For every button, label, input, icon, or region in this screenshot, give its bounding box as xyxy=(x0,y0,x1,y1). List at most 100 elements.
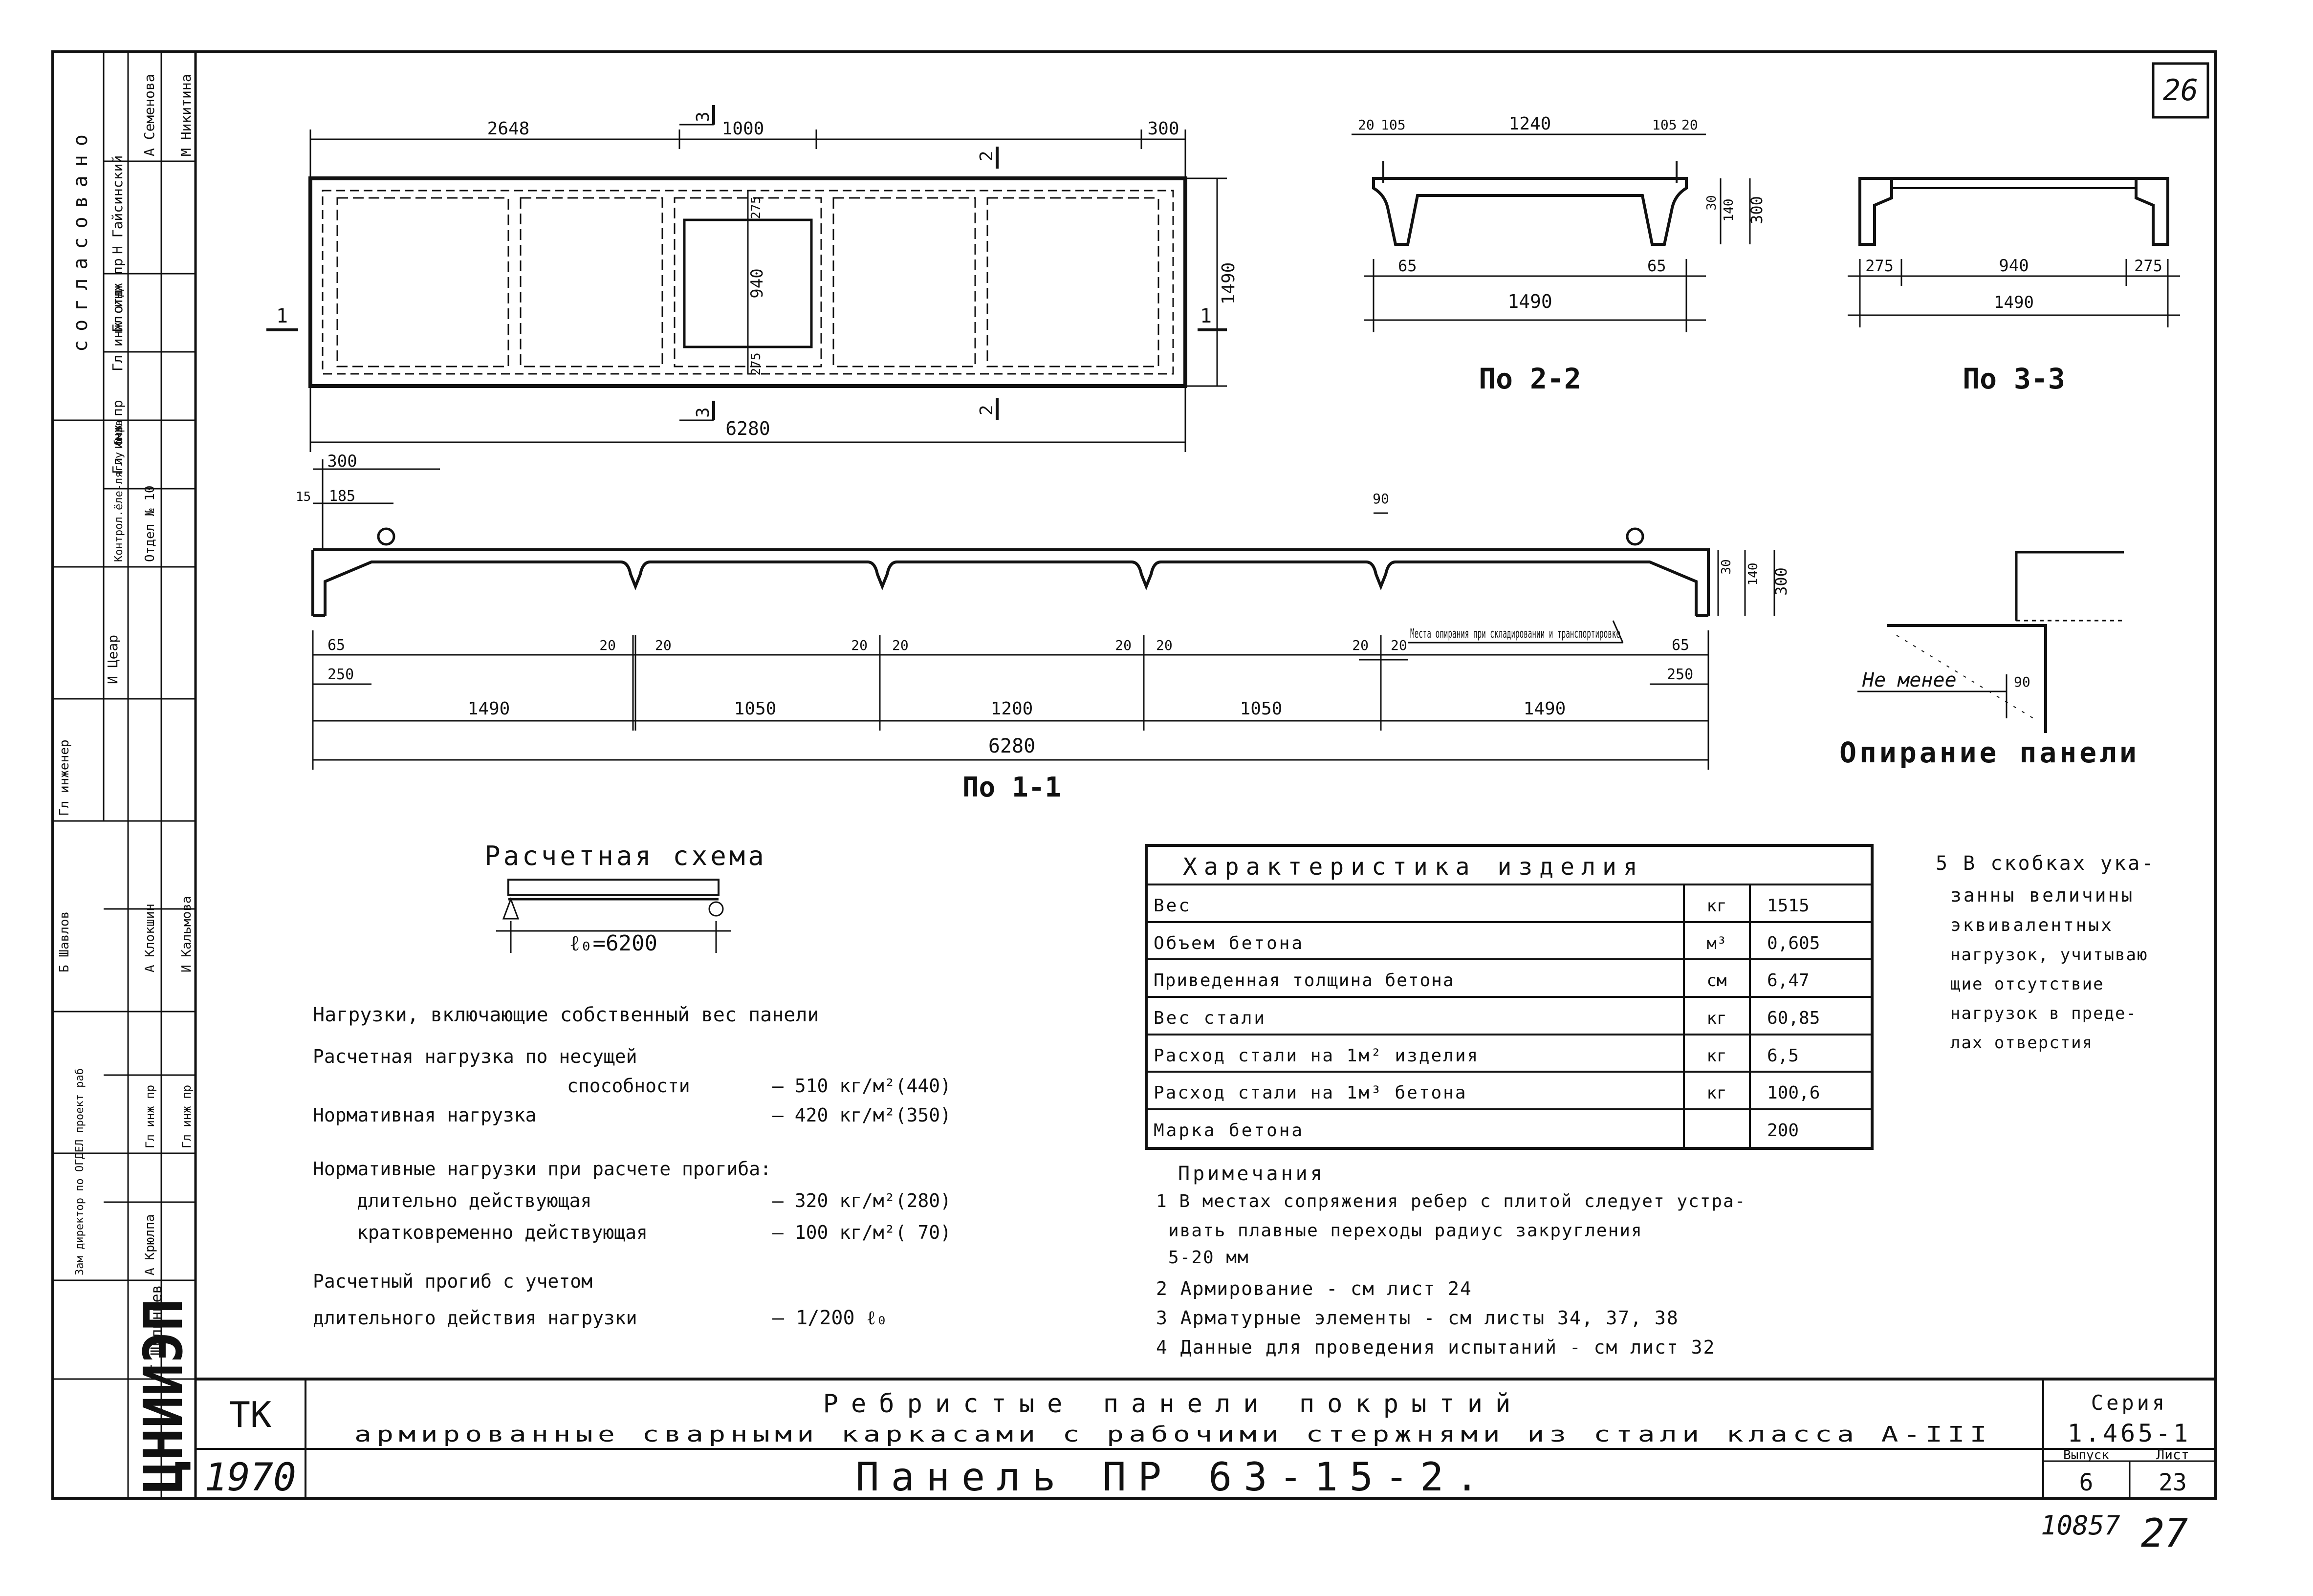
section-1-1-label: По 1-1 xyxy=(962,772,1061,803)
title-tk: ТК xyxy=(229,1394,272,1435)
s1-span-2: 1050 xyxy=(734,699,777,719)
s1-rib-20-h: 20 xyxy=(1391,637,1407,653)
char-row-2-name: Приведенная толщина бетона xyxy=(1154,971,1455,991)
plan-dimension-text: 2648 1000 300 6280 1490 275 940 275 1 1 … xyxy=(276,111,1239,439)
support-title: Опирание панели xyxy=(1839,736,2139,769)
s1-rib-65-right: 65 xyxy=(1672,637,1689,654)
char-row-1-name: Объем бетона xyxy=(1154,933,1304,953)
page-number: 27 xyxy=(2141,1510,2188,1556)
char-row-6-value: 200 xyxy=(1767,1121,1799,1141)
approval-role-2: Гл инж отд xyxy=(109,289,126,371)
title-panel: Панель ПР 63-15-2. xyxy=(856,1454,1491,1500)
department-label: Отдел № 10 xyxy=(143,485,157,562)
s3-dim-total: 1490 xyxy=(1994,293,2034,312)
section-2-2 xyxy=(1352,133,1751,332)
plan-dim-inner-mid: 940 xyxy=(747,268,767,298)
org-logo-text: ЦНИИЭП xyxy=(132,1299,195,1493)
title-line-2: армированные сварными каркасами с рабочи… xyxy=(354,1422,1992,1447)
section-2-2-text: 20 105 1240 105 20 30 140 300 65 65 1490… xyxy=(1358,114,1766,395)
side-note-line-6: лах отверстия xyxy=(1950,1033,2093,1053)
s2-dim-105a: 105 xyxy=(1381,117,1406,133)
approval-role-3: Гл инж пр xyxy=(109,258,126,332)
section-mark-1-left: 1 xyxy=(276,305,288,327)
char-row-4-name: Расход стали на 1м² изделия xyxy=(1154,1046,1479,1066)
deflection-heading: Нормативные нагрузки при расчете прогиба… xyxy=(313,1158,771,1180)
series-label: Серия xyxy=(2091,1391,2167,1415)
inventory-number: 10857 xyxy=(2041,1510,2120,1541)
approval-header: согласовано xyxy=(69,126,92,352)
section-1-1-text: 300 15 185 90 30 140 300 65 250 20 20 20… xyxy=(296,452,1790,803)
plan-dim-300: 300 xyxy=(1147,119,1179,139)
approval-name-2: А Семенова xyxy=(141,74,157,156)
s1-dim-90: 90 xyxy=(1373,491,1389,507)
s1-side-30: 30 xyxy=(1719,559,1734,574)
s1-rib-20-c: 20 xyxy=(851,637,868,653)
note-line-5: 4 Данные для проведения испытаний - см л… xyxy=(1156,1337,1715,1358)
section-3-3 xyxy=(1848,177,2180,327)
section-1-1-dimensions xyxy=(312,550,1775,770)
s1-rib-20-f: 20 xyxy=(1156,637,1173,653)
section-3-3-text: 275 940 275 1490 По 3-3 xyxy=(1865,256,2162,395)
plan-dim-side: 1490 xyxy=(1219,262,1239,305)
s3-dim-940: 940 xyxy=(1999,256,2029,276)
section-3-3-label: По 3-3 xyxy=(1963,362,2065,395)
side-note-line-2: эквивалентных xyxy=(1950,915,2114,935)
side-note-line-5: нагрузок в преде- xyxy=(1950,1004,2137,1023)
note-line-2: 5-20 мм xyxy=(1168,1248,1249,1268)
characteristics-text: Характеристика изделия Вес кг 1515 Объем… xyxy=(1154,853,1820,1141)
characteristics-table xyxy=(1145,844,1874,1150)
s2-dim-30: 30 xyxy=(1704,195,1719,210)
s2-dim-140: 140 xyxy=(1722,199,1736,222)
name-kalmova: И Кальмова xyxy=(179,896,194,972)
title-block: ТК 1970 Ребристые панели покрытий армиро… xyxy=(204,1389,2189,1500)
s1-rib-65-left: 65 xyxy=(327,637,345,654)
calc-scheme-span: ℓ₀=6200 xyxy=(569,931,657,956)
s1-side-140: 140 xyxy=(1746,563,1761,586)
s2-dim-1240: 1240 xyxy=(1509,114,1551,134)
char-row-4-unit: кг xyxy=(1707,1046,1727,1066)
s1-span-4: 1050 xyxy=(1240,699,1283,719)
s1-rib-250-left: 250 xyxy=(327,666,354,683)
load-design-label-2: способности xyxy=(567,1075,690,1097)
side-note-line-4: щие отсутствие xyxy=(1950,974,2104,994)
char-row-1-unit: м³ xyxy=(1707,934,1727,953)
notes-heading: Примечания xyxy=(1178,1163,1325,1185)
s1-rib-20-a: 20 xyxy=(599,637,616,653)
approval-role-1: Гл инж пр xyxy=(109,400,126,474)
s1-dim-185: 185 xyxy=(329,488,355,505)
s2-dim-20b: 20 xyxy=(1681,117,1698,133)
s1-side-300: 300 xyxy=(1772,567,1790,596)
deflection-label-2: длительного действия нагрузки xyxy=(313,1307,637,1329)
section-mark-2-bottom: 2 xyxy=(977,405,997,415)
char-row-6-name: Марка бетона xyxy=(1154,1121,1304,1141)
side-note-line-1: занны величины xyxy=(1950,884,2134,906)
note-line-0: 1 В местах сопряжения ребер с плитой сле… xyxy=(1156,1191,1746,1211)
role-chief-engineer: Гл инженер xyxy=(57,739,72,816)
s1-dim-total: 6280 xyxy=(988,735,1035,757)
s1-rib-20-g: 20 xyxy=(1352,637,1369,653)
section-mark-2-top: 2 xyxy=(977,151,997,161)
side-note-line-3: нагрузок, учитываю xyxy=(1950,945,2148,965)
s1-span-1: 1490 xyxy=(468,699,510,719)
char-row-5-unit: кг xyxy=(1707,1083,1727,1103)
s1-rib-20-e: 20 xyxy=(1115,637,1132,653)
char-row-0-name: Вес xyxy=(1154,896,1191,916)
s1-rib-250-right: 250 xyxy=(1667,666,1693,683)
char-row-5-value: 100,6 xyxy=(1767,1083,1820,1103)
title-line-1: Ребристые панели покрытий xyxy=(823,1389,1524,1419)
plan-dim-inner-top: 275 xyxy=(749,196,764,219)
side-note-line-0: 5 В скобках ука- xyxy=(1936,852,2155,875)
support-detail xyxy=(1857,551,2124,733)
sheet-number: 26 xyxy=(2163,73,2198,108)
left-strip-text: согласовано Гл инж пр Гл инж отд Гл инж … xyxy=(57,74,195,1493)
load-design-label-1: Расчетная нагрузка по несущей xyxy=(313,1046,637,1067)
control-column-label: Контрол.ёле-лягиу бмрв xyxy=(113,420,125,562)
char-row-3-unit: кг xyxy=(1707,1009,1727,1028)
note-line-1: ивать плавные переходы радиус закруглени… xyxy=(1168,1221,1643,1241)
s2-dim-300: 300 xyxy=(1747,196,1766,224)
deflection-long-value: – 320 кг/м²(280) xyxy=(772,1190,951,1211)
s2-dim-65-right: 65 xyxy=(1647,257,1666,275)
section-mark-3-bottom: 3 xyxy=(693,407,713,418)
